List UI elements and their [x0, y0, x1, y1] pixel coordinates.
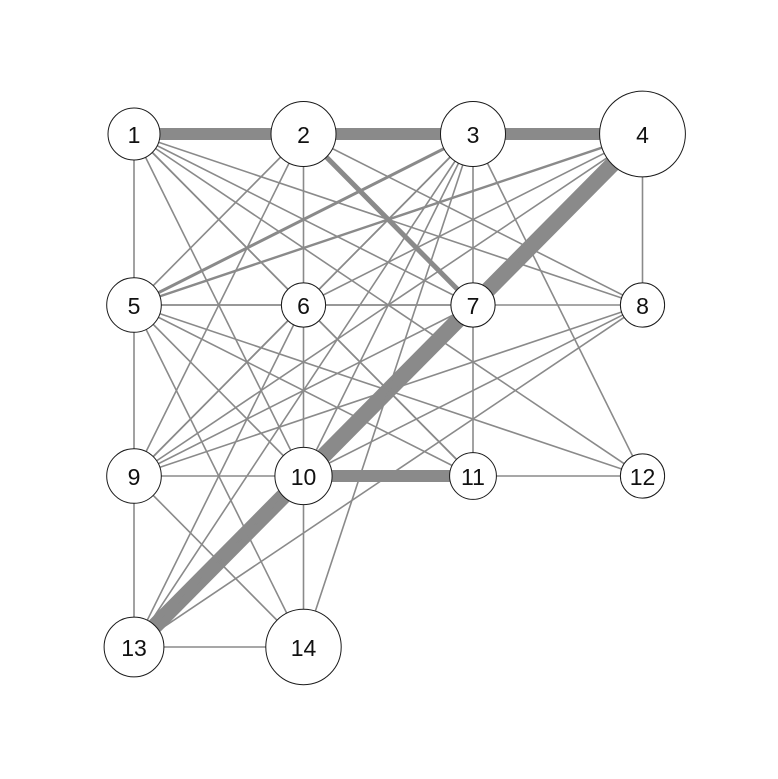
node-circle-5: [106, 277, 162, 333]
edge-4-6: [303, 133, 643, 306]
node-circle-2: [270, 101, 337, 167]
node-label-8: 8: [636, 293, 649, 319]
node-label-13: 13: [121, 635, 147, 661]
node-circle-4: [599, 90, 686, 178]
node-7: 7: [450, 282, 496, 328]
edges-layer: [128, 128, 649, 653]
node-circle-13: [103, 616, 165, 678]
node-label-12: 12: [630, 464, 656, 490]
node-label-1: 1: [128, 122, 141, 148]
node-label-14: 14: [291, 635, 317, 661]
node-14: 14: [265, 608, 342, 686]
node-label-3: 3: [467, 122, 480, 148]
node-label-9: 9: [128, 464, 141, 490]
node-6: 6: [280, 282, 327, 328]
node-circle-9: [106, 448, 162, 504]
edge-10-13: [133, 475, 305, 648]
edge-2-5: [133, 133, 305, 306]
node-label-5: 5: [128, 293, 141, 319]
node-label-4: 4: [636, 122, 649, 148]
node-circle-1: [107, 107, 161, 161]
node-label-10: 10: [291, 464, 317, 490]
node-4: 4: [599, 90, 686, 178]
node-11: 11: [449, 452, 497, 500]
node-circle-10: [274, 446, 333, 506]
node-9: 9: [106, 448, 162, 504]
node-circle-8: [619, 282, 666, 328]
node-12: 12: [619, 453, 666, 499]
edge-8-9: [133, 304, 643, 477]
edge-6-9: [133, 304, 305, 477]
node-2: 2: [270, 101, 337, 167]
edge-7-9: [133, 304, 474, 477]
node-3: 3: [440, 101, 506, 167]
node-circle-14: [265, 608, 342, 686]
edge-8-13: [133, 304, 643, 648]
node-label-2: 2: [297, 122, 310, 148]
node-circle-3: [440, 101, 506, 167]
node-label-7: 7: [467, 293, 480, 319]
node-circle-12: [619, 453, 666, 499]
node-circle-11: [449, 452, 497, 500]
node-1: 1: [107, 107, 161, 161]
node-5: 5: [106, 277, 162, 333]
node-circle-7: [450, 282, 496, 328]
node-10: 10: [274, 446, 333, 506]
edge-8-10: [303, 304, 643, 477]
node-8: 8: [619, 282, 666, 328]
node-label-6: 6: [297, 293, 310, 319]
node-13: 13: [103, 616, 165, 678]
node-label-11: 11: [461, 464, 485, 490]
node-circle-6: [280, 282, 327, 328]
